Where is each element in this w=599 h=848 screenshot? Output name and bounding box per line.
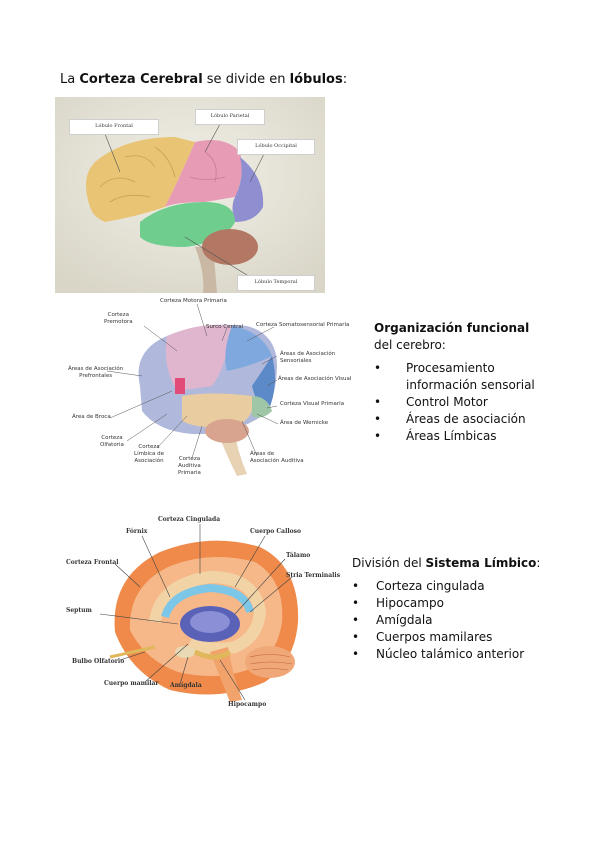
limbic-system-diagram: Corteza Cingulada Fórnix Cuerpo Calloso … bbox=[60, 512, 342, 720]
panel-title-sistema-limbico: División del Sistema Límbico: bbox=[352, 556, 541, 570]
list-item: Cuerpos mamilares bbox=[352, 629, 552, 646]
panel-title-organizacion: Organización funcional del cerebro: bbox=[374, 321, 530, 352]
list-item: Núcleo talámico anterior bbox=[352, 646, 552, 663]
label-corteza-premotora: Corteza Premotora bbox=[104, 312, 133, 325]
label-talamo: Tálamo bbox=[286, 552, 311, 559]
panel-sistema-limbico: División del Sistema Límbico: Corteza ci… bbox=[352, 555, 552, 663]
list-item: Áreas de asociación bbox=[374, 411, 544, 428]
label-cuerpo-calloso: Cuerpo Calloso bbox=[250, 528, 302, 535]
label-stria-terminalis: Stria Terminalis bbox=[286, 572, 341, 579]
label-lobulo-temporal: Lóbulo Temporal bbox=[237, 275, 315, 291]
label-area-broca: Área de Broca bbox=[72, 414, 111, 420]
functional-brain-illustration bbox=[106, 303, 279, 476]
limbic-brain-illustration bbox=[99, 524, 299, 702]
list-organizacion-funcional: Procesamiento información sensorial Cont… bbox=[374, 360, 544, 445]
list-item: Hipocampo bbox=[352, 595, 552, 612]
label-septum: Septum bbox=[66, 607, 92, 614]
lobes-brain-illustration bbox=[55, 97, 325, 293]
label-fornix: Fórnix bbox=[126, 528, 148, 535]
label-areas-asociacion-auditiva: Áreas de Asociación Auditiva bbox=[250, 451, 304, 464]
label-areas-asociacion-sensoriales: Áreas de Asociación Sensoriales bbox=[280, 351, 336, 364]
label-hipocampo: Hipocampo bbox=[228, 701, 267, 708]
list-item: Control Motor bbox=[374, 394, 544, 411]
label-area-wernicke: Área de Wernicke bbox=[280, 420, 329, 426]
label-corteza-motora-primaria: Corteza Motora Primaria bbox=[160, 298, 227, 304]
label-corteza-limbica-asociacion: Corteza Límbica de Asociación bbox=[134, 444, 164, 464]
list-item: Áreas Límbicas bbox=[374, 428, 544, 445]
lobes-diagram: Lóbulo Frontal Lóbulo Parietal Lóbulo Oc… bbox=[55, 97, 325, 293]
list-item: Amígdala bbox=[352, 612, 552, 629]
label-surco-central: Surco Central bbox=[206, 324, 244, 330]
list-sistema-limbico: Corteza cingulada Hipocampo Amígdala Cue… bbox=[352, 578, 552, 663]
label-areas-asociacion-visual: Áreas de Asociación Visual bbox=[278, 376, 352, 382]
list-item: Procesamiento información sensorial bbox=[374, 360, 544, 394]
label-areas-asociacion-prefrontales: Áreas de Asociación Prefrontales bbox=[68, 366, 124, 379]
label-lobulo-occipital: Lóbulo Occipital bbox=[237, 139, 315, 155]
list-item: Corteza cingulada bbox=[352, 578, 552, 595]
functional-areas-diagram: Corteza Motora Primaria Corteza Premotor… bbox=[62, 296, 362, 486]
label-cuerpo-mamilar: Cuerpo mamilar bbox=[104, 680, 159, 687]
label-corteza-cingulada: Corteza Cingulada bbox=[158, 516, 221, 523]
label-lobulo-parietal: Lóbulo Parietal bbox=[195, 109, 265, 125]
panel-organizacion-funcional: Organización funcional del cerebro: Proc… bbox=[374, 320, 544, 445]
label-corteza-auditiva-primaria: Corteza Auditiva Primaria bbox=[178, 456, 201, 476]
label-lobulo-frontal: Lóbulo Frontal bbox=[69, 119, 159, 135]
label-bulbo-olfatorio: Bulbo Olfatorio bbox=[72, 658, 125, 665]
label-corteza-somatosensorial: Corteza Somatosensorial Primaria bbox=[256, 322, 350, 328]
label-corteza-frontal: Corteza Frontal bbox=[66, 559, 119, 566]
section-heading-lobulos: La Corteza Cerebral se divide en lóbulos… bbox=[60, 72, 348, 87]
label-amigdala: Amígdala bbox=[170, 682, 202, 689]
label-corteza-olfatoria: Corteza Olfatoria bbox=[100, 435, 124, 448]
label-corteza-visual-primaria: Corteza Visual Primaria bbox=[280, 401, 345, 407]
